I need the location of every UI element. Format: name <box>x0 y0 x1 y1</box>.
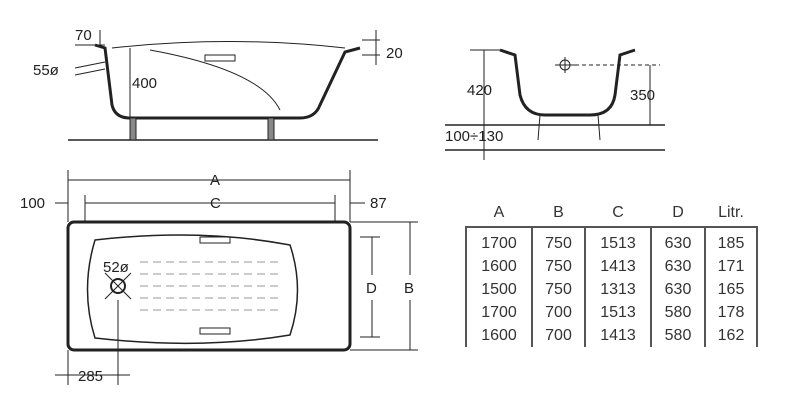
height-label: 420 <box>467 82 492 99</box>
table-cell: 700 <box>531 324 586 347</box>
table-cell: 1413 <box>584 255 652 278</box>
table-cell: 700 <box>531 301 586 324</box>
length-c-label: C <box>210 195 221 212</box>
overflow-diameter-label: 55ø <box>33 62 59 79</box>
width-b-label: B <box>404 280 414 297</box>
length-a-label: A <box>210 172 220 189</box>
drain-offset-label: 285 <box>78 368 103 385</box>
table-cell: 171 <box>704 255 758 278</box>
table-cell: 630 <box>650 255 706 278</box>
table-cell: 178 <box>704 301 758 324</box>
table-cell: 630 <box>650 226 706 255</box>
side-view: 70 55ø 400 20 <box>33 27 403 141</box>
leg-height-label: 100÷130 <box>445 128 503 145</box>
header-a: A <box>493 204 505 221</box>
table-cell: 185 <box>704 226 758 255</box>
header-c: C <box>612 204 624 221</box>
header-b: B <box>553 204 564 221</box>
end-view: 420 350 100÷130 <box>445 48 665 160</box>
table-cell: 1513 <box>584 301 652 324</box>
left-offset-label: 100 <box>20 195 45 212</box>
table-cell: 1500 <box>465 278 533 301</box>
table-cell: 1600 <box>465 255 533 278</box>
table-cell: 750 <box>531 226 586 255</box>
table-header-row: A B C D Litr. <box>466 200 757 227</box>
width-d-label: D <box>366 280 377 297</box>
table-cell: 580 <box>650 301 706 324</box>
table-cell: 1513 <box>584 226 652 255</box>
table-cell: 162 <box>704 324 758 347</box>
table-cell: 1700 <box>465 301 533 324</box>
table-cell: 1600 <box>465 324 533 347</box>
depth-label: 400 <box>132 75 157 92</box>
header-d: D <box>672 204 684 221</box>
table-cell: 1413 <box>584 324 652 347</box>
table-cell: 1700 <box>465 226 533 255</box>
rim-width-label: 70 <box>75 27 92 44</box>
rim-height-label: 20 <box>386 45 403 62</box>
inner-depth-label: 350 <box>630 87 655 104</box>
plan-view: A C 100 87 D B 52ø 285 <box>20 170 418 385</box>
table-cell: 750 <box>531 278 586 301</box>
table-cell: 165 <box>704 278 758 301</box>
table-cell: 750 <box>531 255 586 278</box>
drain-diameter-label: 52ø <box>103 259 129 276</box>
table-cell: 630 <box>650 278 706 301</box>
table-cell: 580 <box>650 324 706 347</box>
table-cell: 1313 <box>584 278 652 301</box>
header-litres: Litr. <box>718 204 744 221</box>
right-offset-label: 87 <box>370 195 387 212</box>
